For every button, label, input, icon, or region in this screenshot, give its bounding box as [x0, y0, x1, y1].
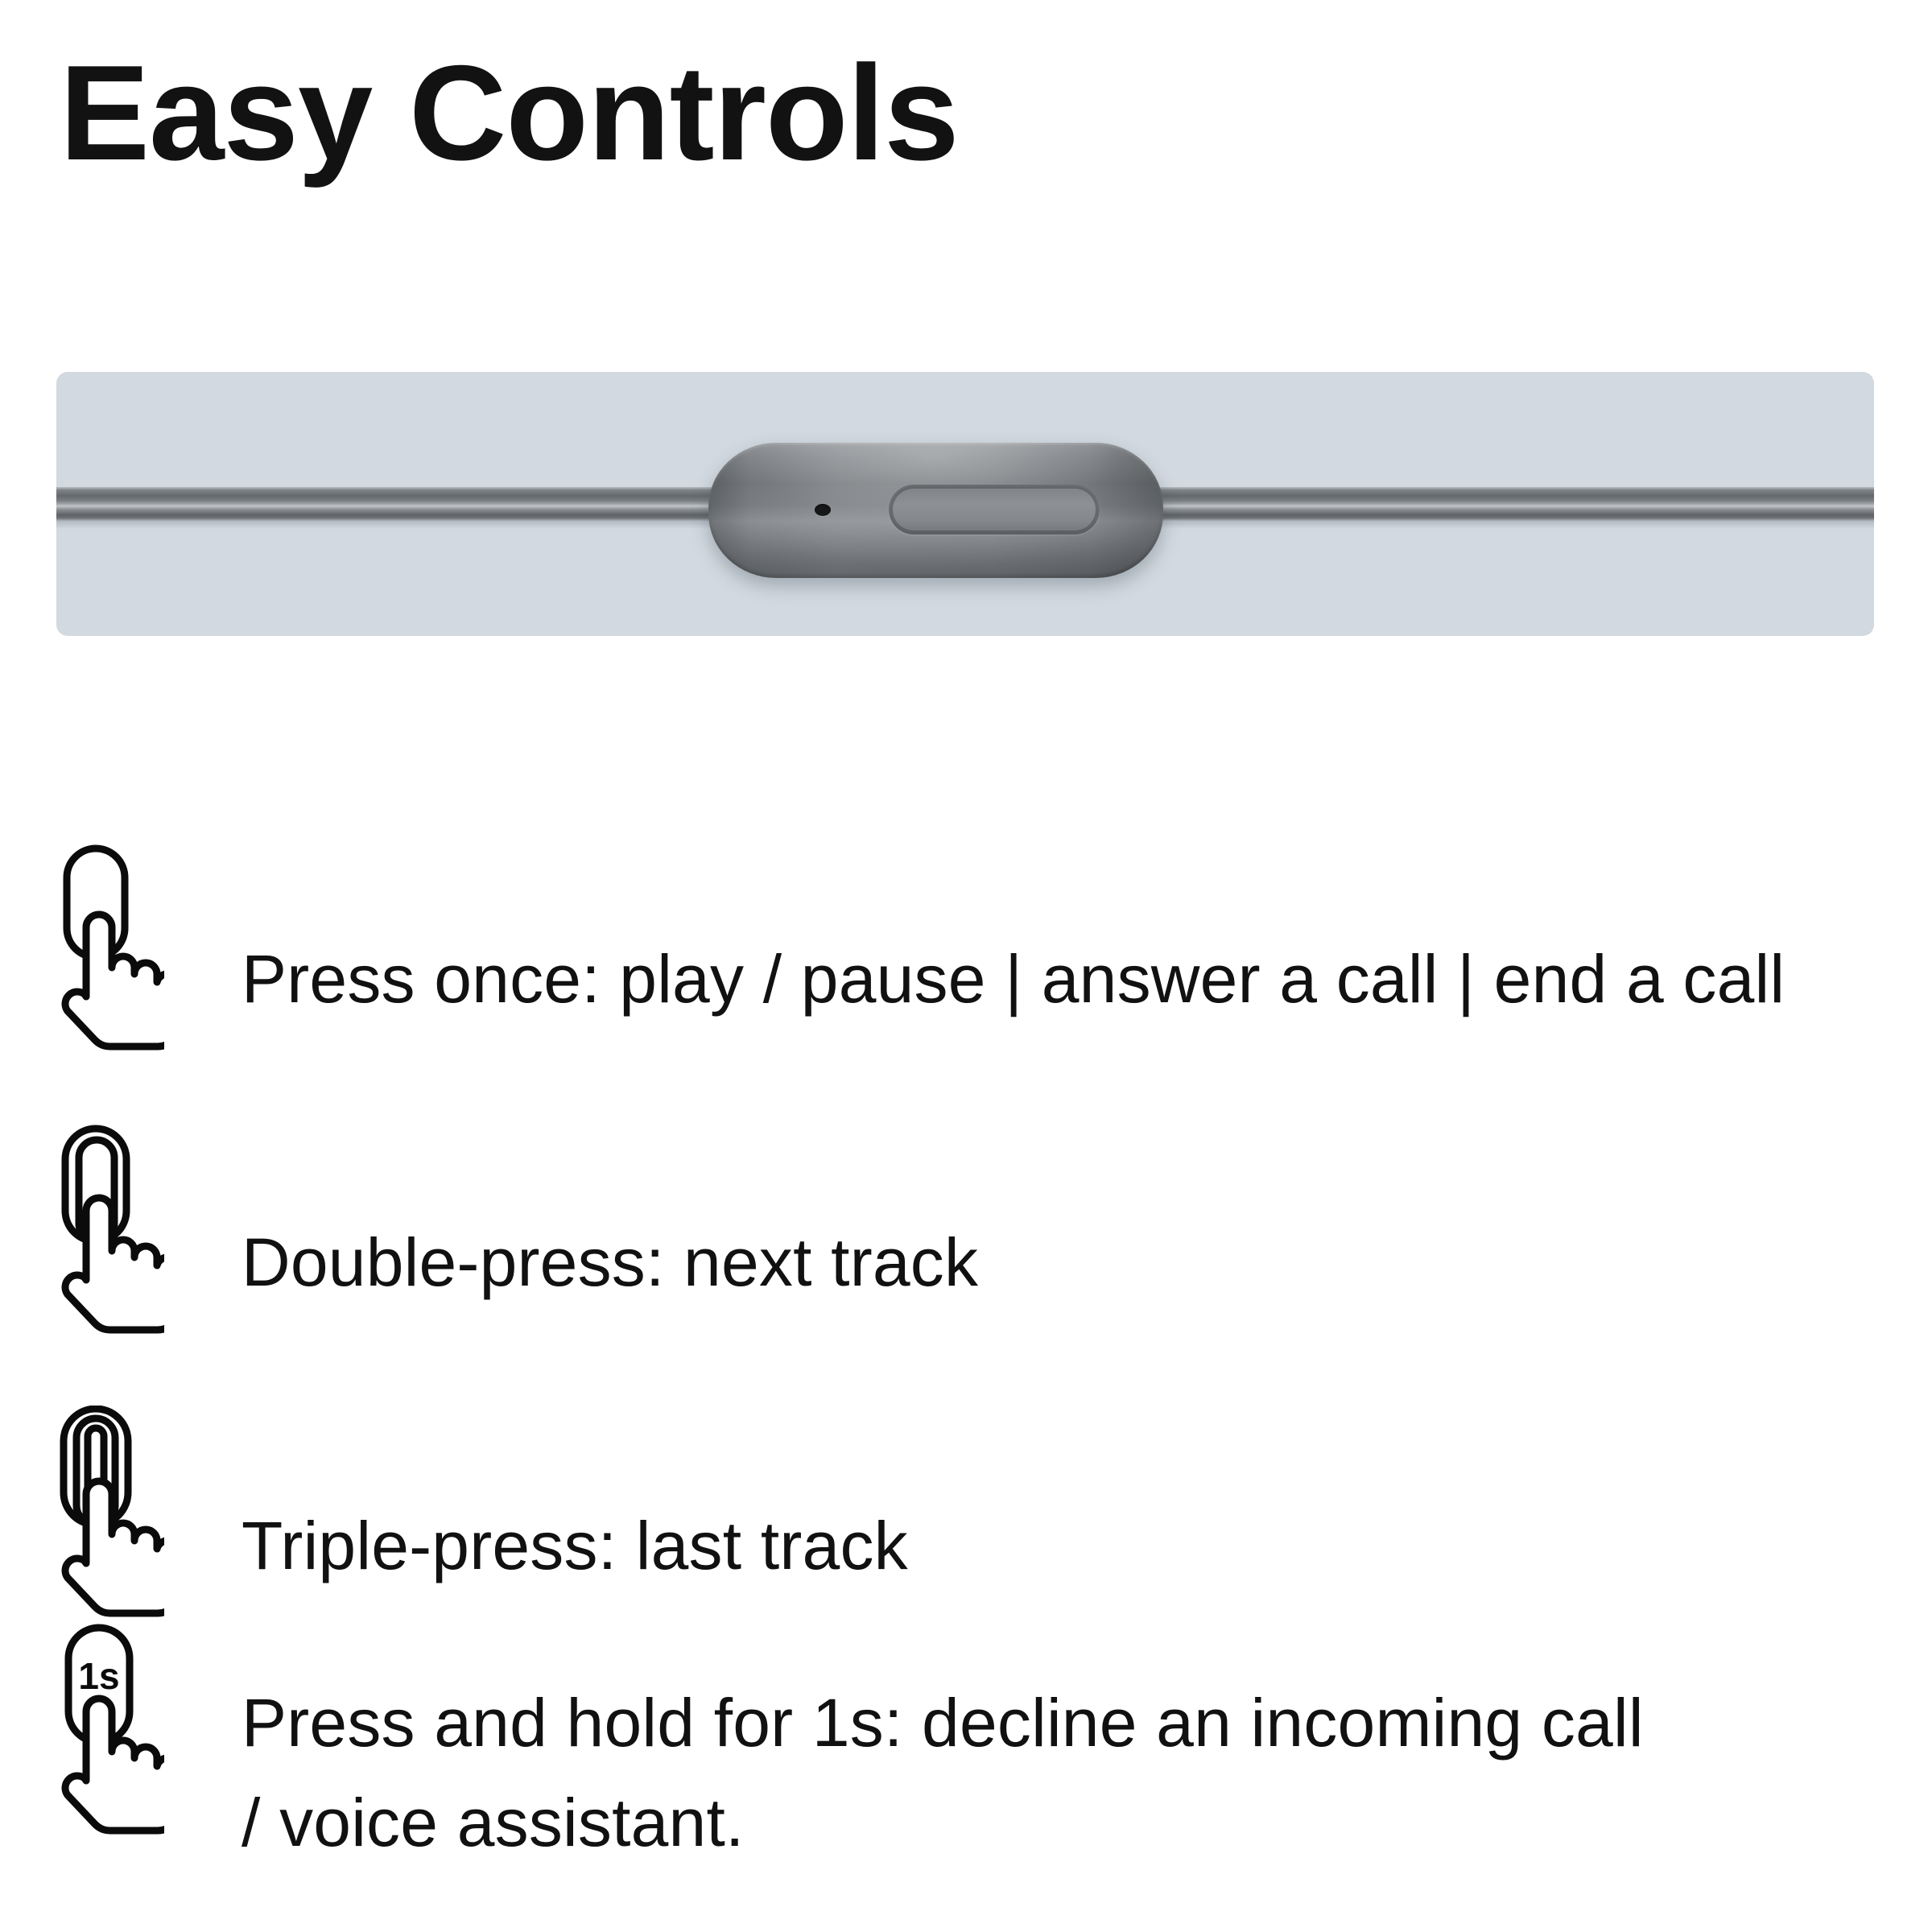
- hold-duration-badge: 1s: [78, 1655, 119, 1697]
- hand-triple-press-icon: [60, 1406, 164, 1623]
- multifunction-button: [889, 485, 1100, 535]
- hand-press-once-icon: [60, 839, 164, 1056]
- list-item: Press once: play / pause | answer a call…: [0, 773, 1932, 1056]
- hand-double-press-icon: [60, 1122, 164, 1340]
- instruction-text: Triple-press: last track: [164, 1496, 1932, 1623]
- microphone-hole: [815, 504, 831, 516]
- instruction-text: Press once: play / pause | answer a call…: [164, 929, 1932, 1056]
- instruction-line: Double-press: next track: [242, 1224, 979, 1300]
- instruction-line: Press once: play / pause | answer a call…: [242, 940, 1785, 1017]
- list-item: Double-press: next track: [0, 1056, 1932, 1340]
- page-title: Easy Controls: [60, 37, 960, 188]
- list-item: Triple-press: last track: [0, 1340, 1932, 1623]
- instruction-line: Press and hold for 1s: decline an incomi…: [242, 1685, 1644, 1761]
- instruction-list: Press once: play / pause | answer a call…: [0, 773, 1932, 1929]
- instruction-line: / voice assistant.: [242, 1785, 745, 1861]
- inline-remote-module: [708, 443, 1163, 578]
- instruction-line: Triple-press: last track: [242, 1507, 908, 1583]
- hand-press-hold-icon: 1s: [60, 1623, 164, 1840]
- list-item: 1s Press and hold for 1s: decline an inc…: [0, 1623, 1932, 1929]
- instruction-text: Double-press: next track: [164, 1212, 1932, 1340]
- instruction-text: Press and hold for 1s: decline an incomi…: [164, 1623, 1932, 1873]
- product-image-panel: [56, 372, 1874, 636]
